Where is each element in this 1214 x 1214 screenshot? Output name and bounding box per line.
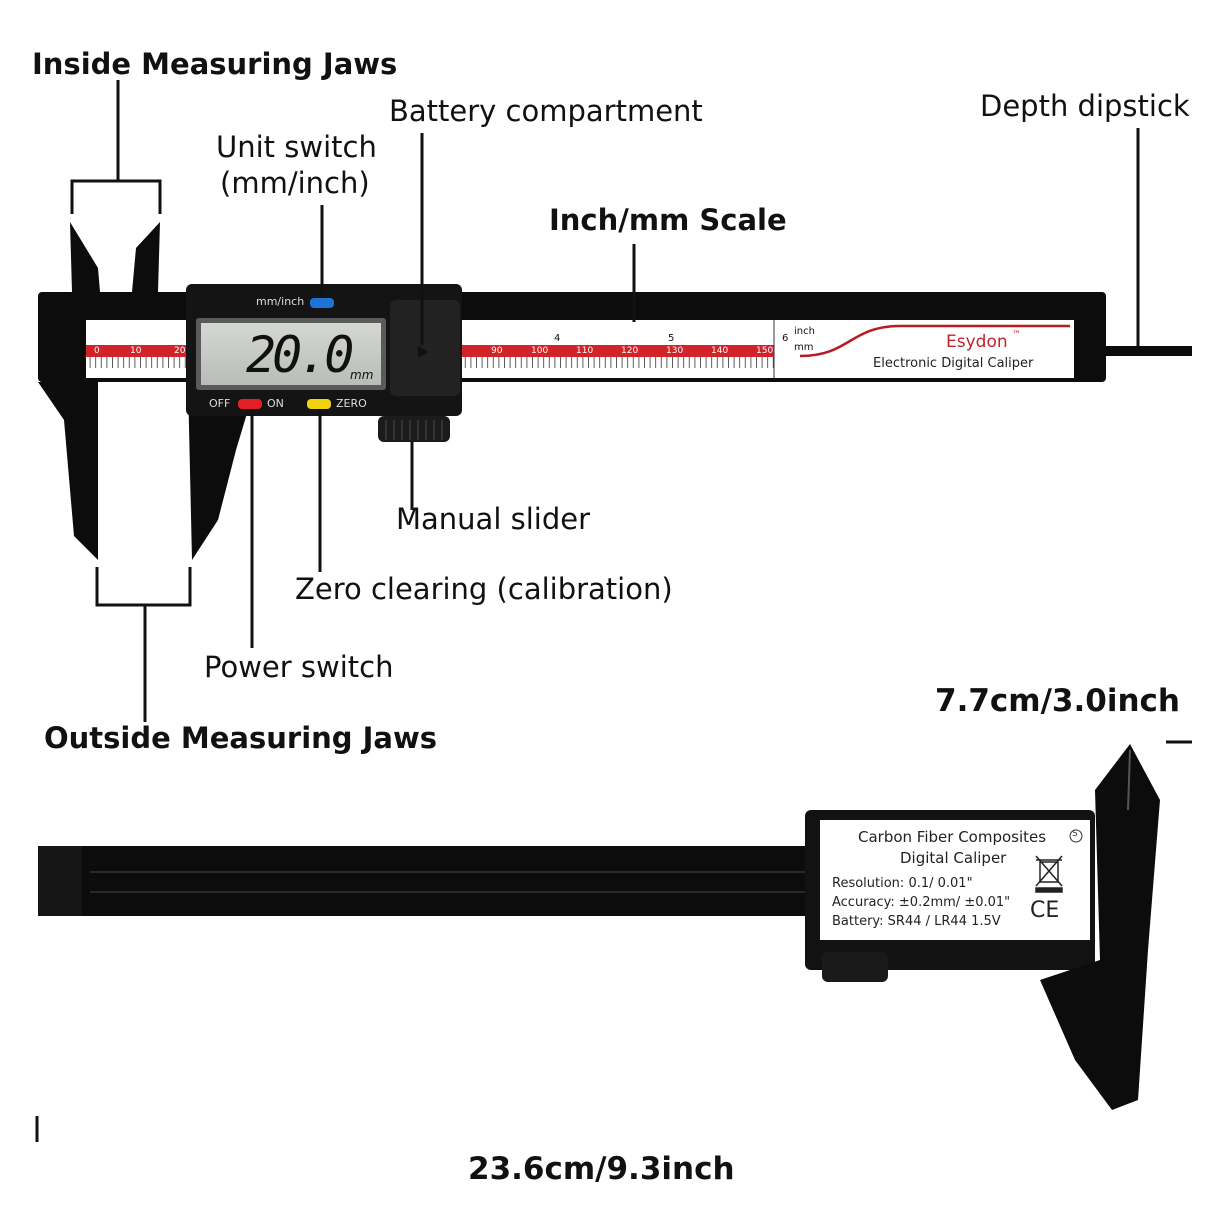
scale-number: 0	[94, 346, 100, 356]
battery-compartment-label: Battery compartment	[389, 94, 703, 128]
battery-spec: Battery: SR44 / LR44 1.5V	[832, 914, 1001, 929]
power-switch-label: Power switch	[204, 650, 394, 684]
inch-number: 6	[782, 333, 789, 344]
depth-dipstick[interactable]	[1104, 346, 1192, 356]
outside-jaws-label: Outside Measuring Jaws	[44, 721, 438, 755]
depth-dipstick-label: Depth dipstick	[980, 89, 1190, 123]
inch-number: 4	[554, 333, 561, 344]
battery-compartment	[390, 300, 460, 396]
outside-jaws-bracket	[95, 567, 192, 607]
length-dimension-label: 23.6cm/9.3inch	[468, 1151, 735, 1187]
inside-jaw-movable	[132, 222, 160, 292]
scale-number: 10	[130, 346, 142, 356]
unit-button-text: mm/inch	[256, 295, 305, 308]
back-label-panel	[820, 820, 1090, 940]
on-text: ON	[267, 397, 284, 410]
ce-mark: CE	[1030, 898, 1060, 923]
scale-number: 90	[491, 346, 503, 356]
manual-slider-wheel[interactable]	[378, 416, 450, 442]
off-text: OFF	[209, 397, 231, 410]
unit-switch-sub-label: (mm/inch)	[220, 166, 370, 200]
zero-button[interactable]	[307, 399, 331, 409]
scale-number: 130	[666, 346, 684, 356]
scale-red-band-left	[86, 345, 186, 357]
brand-name: Esydon	[946, 332, 1008, 352]
scale-number: 150	[756, 346, 774, 356]
lcd-unit: mm	[350, 368, 374, 382]
s-mark-text: S	[1072, 829, 1078, 839]
leaders	[35, 80, 1192, 1142]
s-mark-icon	[1069, 829, 1083, 843]
inside-jaws-bracket	[70, 179, 162, 214]
brand-swoosh	[799, 324, 1070, 358]
top-caliper	[38, 222, 1192, 560]
weee-bin-icon	[1035, 855, 1063, 893]
scale-number: 110	[576, 346, 594, 356]
scale-label: Inch/mm Scale	[549, 203, 787, 237]
unit-switch-label: Unit switch	[216, 130, 377, 164]
back-label-line1: Carbon Fiber Composites	[858, 828, 1047, 846]
zero-text: ZERO	[336, 397, 367, 410]
lcd-reading: 20.0	[246, 326, 354, 384]
outside-jaw-fixed	[38, 382, 98, 560]
back-thumb-wheel	[822, 952, 888, 982]
scale-number: 100	[531, 346, 549, 356]
scale-number: 120	[621, 346, 639, 356]
back-label-line2: Digital Caliper	[900, 849, 1007, 867]
scale-unit-mm: mm	[794, 342, 814, 353]
back-beam	[38, 846, 818, 916]
zero-clearing-label: Zero clearing (calibration)	[295, 572, 673, 606]
scale-unit-inch: inch	[794, 326, 815, 337]
height-dimension-label: 7.7cm/3.0inch	[935, 683, 1180, 719]
back-jaw	[1040, 744, 1160, 1110]
accuracy-spec: Accuracy: ±0.2mm/ ±0.01"	[832, 895, 1011, 910]
bottom-caliper	[38, 744, 1160, 1110]
inch-number: 5	[668, 333, 675, 344]
scale-red-band-right	[462, 345, 774, 357]
unit-switch-button[interactable]	[310, 298, 334, 308]
outside-jaw-movable	[188, 382, 248, 560]
inside-jaw-fixed	[70, 222, 100, 292]
scale-number: 140	[711, 346, 729, 356]
manual-slider-label: Manual slider	[396, 502, 590, 536]
power-switch-button[interactable]	[238, 399, 262, 409]
trademark: ™	[1012, 330, 1021, 340]
inside-jaws-label: Inside Measuring Jaws	[32, 47, 398, 81]
scale-number: 20	[174, 346, 186, 356]
product-name: Electronic Digital Caliper	[873, 356, 1034, 371]
lcd-screen	[201, 323, 381, 385]
back-end-cap	[38, 846, 82, 916]
resolution-spec: Resolution: 0.1/ 0.01"	[832, 876, 973, 891]
